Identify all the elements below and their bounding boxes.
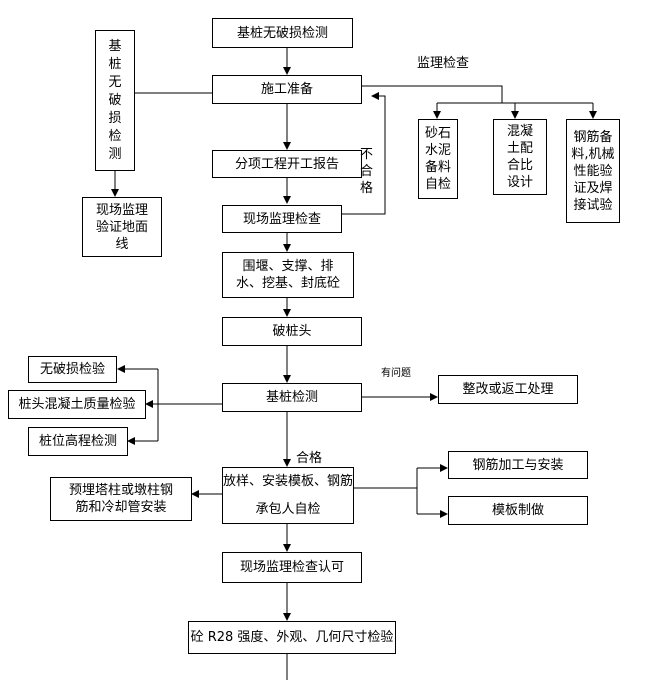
box-embedded: 预埋塔柱或墩柱钢筋和冷却管安装 [50,477,192,521]
box-construction-prep-label: 施工准备 [260,82,313,97]
box-concrete-mix: 混凝土配合比设计 [493,119,547,195]
box-pile-level: 桩位高程检测 [28,427,128,456]
box-site-approval: 现场监理检查认可 [222,552,362,583]
box-sand-cement-label: 砂石水泥备料自检 [424,126,451,192]
box-start-report-label: 分项工程开工报告 [234,156,339,172]
box-cofferdam-label: 围堰、支撑、排水、挖基、封底砼 [235,259,340,291]
box-rebar-install: 钢筋加工与安装 [448,451,588,479]
label-unqualified: 不合格 [360,147,374,196]
box-rectify: 整改或返工处理 [438,375,578,404]
box-formwork: 模板制做 [448,496,588,525]
box-pile-head-quality: 桩头混凝土质量检验 [8,390,146,419]
box-inspection-label: 基桩无破损检测 [236,25,328,41]
box-side-inspection-label: 基桩无破损检测 [108,38,122,162]
box-start-report: 分项工程开工报告 [212,150,362,178]
label-problem: 有问题 [381,368,411,379]
box-pile-test-label: 基桩检测 [265,390,318,405]
box-side-survey: 现场监理验证地面线 [82,197,162,257]
box-concrete-mix-label: 混凝土配合比设计 [506,124,533,190]
box-site-check: 现场监理检查 [222,205,342,233]
box-embedded-label: 预埋塔柱或墩柱钢筋和冷却管安装 [68,483,173,515]
box-side-survey-label: 现场监理验证地面线 [95,202,148,252]
box-construction-prep: 施工准备 [212,75,362,104]
box-rectify-label: 整改或返工处理 [462,382,554,397]
box-formwork-label: 模板制做 [491,503,544,518]
box-side-inspection: 基桩无破损检测 [95,30,135,171]
box-selfcheck-label: 承包人自检 [255,501,321,517]
box-no-damage-label: 无破损检验 [39,362,105,377]
box-break-pile-head: 破桩头 [222,317,362,346]
box-strength-test: 砼 R28 强度、外观、几何尺寸检验 [188,621,396,654]
box-rebar-prep: 钢筋备料,机械性能验证及焊接试验 [566,119,620,223]
box-site-approval-label: 现场监理检查认可 [239,560,344,575]
box-pile-head-quality-label: 桩头混凝土质量检验 [18,397,136,412]
label-supervision: 监理检查 [417,56,470,71]
box-inspection: 基桩无破损检测 [212,18,353,48]
box-rebar-install-label: 钢筋加工与安装 [472,457,564,473]
label-qualified: 合格 [296,451,323,466]
box-site-check-label: 现场监理检查 [242,211,321,227]
box-cofferdam: 围堰、支撑、排水、挖基、封底砼 [222,252,354,298]
box-layout-selfcheck: 放样、安装模板、钢筋 承包人自检 [222,467,354,524]
box-no-damage: 无破损检验 [28,356,117,383]
box-break-pile-head-label: 破桩头 [272,324,312,339]
box-layout-label: 放样、安装模板、钢筋 [223,474,354,490]
box-pile-level-label: 桩位高程检测 [38,434,117,449]
box-pile-test: 基桩检测 [222,383,362,412]
box-strength-test-label: 砼 R28 强度、外观、几何尺寸检验 [190,630,394,645]
box-rebar-prep-label: 钢筋备料,机械性能验证及焊接试验 [571,129,615,213]
box-sand-cement: 砂石水泥备料自检 [418,119,458,199]
